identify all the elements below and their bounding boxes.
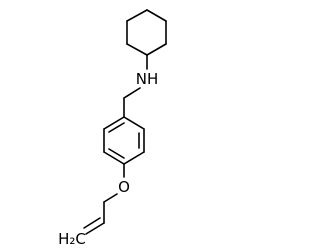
terminal-ch2-label: H₂C <box>58 230 86 248</box>
benzene-ring <box>103 116 145 165</box>
bond <box>146 9 167 22</box>
bond <box>126 9 148 22</box>
structure-diagram: NH O H₂C <box>58 9 167 248</box>
bond <box>103 151 125 165</box>
molecule-drawing: NH O H₂C <box>58 9 167 248</box>
bond <box>103 116 125 130</box>
alkene-double-bond <box>83 217 101 229</box>
bond-n-to-ch2 <box>123 87 141 99</box>
oxygen-label: O <box>118 178 130 196</box>
bond <box>126 43 148 56</box>
bond <box>123 116 145 130</box>
cyclohexane-ring <box>126 9 167 56</box>
aromatic-double-bond <box>108 148 125 159</box>
bond-o-to-ch2 <box>103 193 118 203</box>
alkene-double-bond <box>85 222 105 235</box>
nitrogen-label: NH <box>136 70 159 88</box>
bond <box>123 151 145 165</box>
aromatic-double-bond <box>108 122 125 133</box>
bond <box>146 43 167 56</box>
